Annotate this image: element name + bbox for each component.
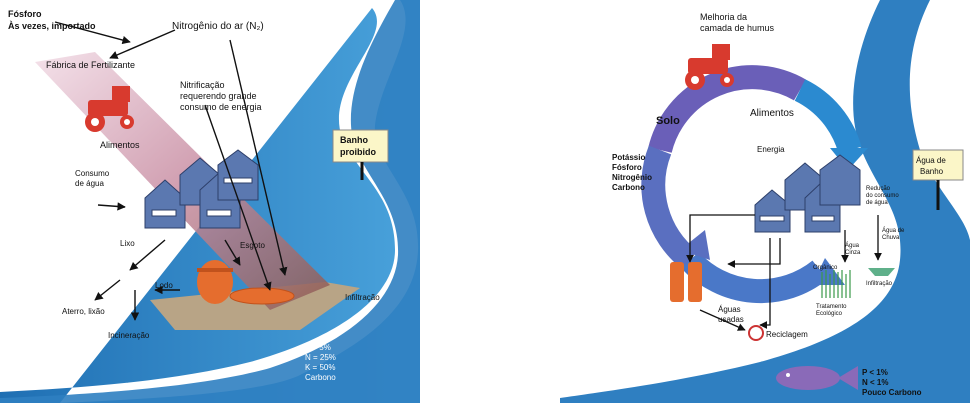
label-organic: Orgânico [813,265,838,271]
label-fertilizer-factory: Fábrica de Fertilizante [46,60,135,70]
left-panel: Fósforo Às vezes, importado Nitrogênio d… [0,0,420,403]
right-labels: Melhoria da camada de humus Solo Aliment… [612,12,946,397]
infiltration-icon [868,268,895,276]
label-reduced-water-2: do consumo [866,193,899,199]
label-source-1: Fósforo [8,9,42,19]
label-landfill: Aterro, lixão [62,307,105,316]
label-soil: Solo [656,115,680,127]
label-grey-water-2: Cinza [845,250,861,256]
label-sludge: Lodo [155,281,173,290]
tractor-icon-right [685,44,734,90]
right-stat-n: N < 1% [862,378,888,387]
label-nitrogen-air: Nitrogênio do ar (N₂) [172,21,264,32]
right-stat-carbon: Pouco Carbono [862,388,922,397]
eco-treatment-icon [821,270,851,298]
bathing-banned-sign [332,129,389,180]
recycling-icon [748,325,764,341]
label-bathing-banned-1: Banho [340,135,369,145]
label-phosphorus: Fósforo [612,163,642,172]
label-nitrification-2: requerendo grande [180,91,257,101]
label-food: Alimentos [100,140,140,150]
label-potassium: Potássio [612,153,645,162]
label-waste-water-2: usadas [718,315,744,324]
label-rain-water-1: Água de [882,227,905,234]
label-humus-1: Melhoria da [700,12,747,22]
label-eco-treatment-2: Ecológico [816,311,843,317]
left-stat-carbon: Carbono [305,373,336,382]
label-grey-water-1: Água [845,242,860,249]
left-stat-p: P = 5% [305,343,331,352]
label-eco-treatment-1: Tratamento [816,304,847,310]
nutrient-cycle-ring [641,65,868,304]
label-nitrogen: Nitrogênio [612,173,652,182]
label-bathing-water-1: Água de [916,156,946,165]
left-arrows [54,21,288,321]
label-waste-water-1: Águas [718,305,741,314]
label-humus-2: camada de humus [700,23,775,33]
left-stat-n: N = 25% [305,353,336,362]
label-rain-water-2: Chuva [882,235,900,241]
houses-icon [144,149,259,229]
label-carbon: Carbono [612,183,645,192]
bathing-water-sign [912,149,964,210]
houses-icon-right [754,154,861,233]
label-water-consumption-1: Consumo [75,169,110,178]
label-nitrification-3: consumo de energia [180,102,262,112]
label-source-2: Às vezes, importado [8,21,96,31]
sludge-cylinders-icon [197,260,295,305]
label-nitrification-1: Nitrificação [180,80,225,90]
right-river [560,0,970,403]
label-reduced-water-3: de água [866,200,888,206]
label-bathing-banned-2: proibido [340,147,376,157]
tractor-icon [85,86,134,132]
right-stat-p: P < 1% [862,368,888,377]
left-river-body [0,0,420,403]
label-water-consumption-2: de água [75,179,104,188]
label-infiltration-right: Infiltração [866,281,893,287]
label-incineration: Incineração [108,331,150,340]
left-labels: Fósforo Às vezes, importado Nitrogênio d… [8,9,380,382]
fish-icon [776,366,858,390]
left-stat-k: K = 50% [305,363,335,372]
right-panel: Melhoria da camada de humus Solo Aliment… [560,0,970,403]
right-arrows [686,214,882,331]
label-infiltration: Infiltração [345,293,380,302]
label-energy: Energia [757,145,785,154]
label-trash: Lixo [120,239,135,248]
label-bathing-water-2: Banho [920,167,944,176]
label-reduced-water-1: Redução [866,186,891,192]
label-recycling: Reciclagem [766,330,808,339]
label-food-right: Alimentos [750,108,794,119]
label-sewage: Esgoto [240,241,265,250]
storage-cylinders-icon [670,262,702,302]
